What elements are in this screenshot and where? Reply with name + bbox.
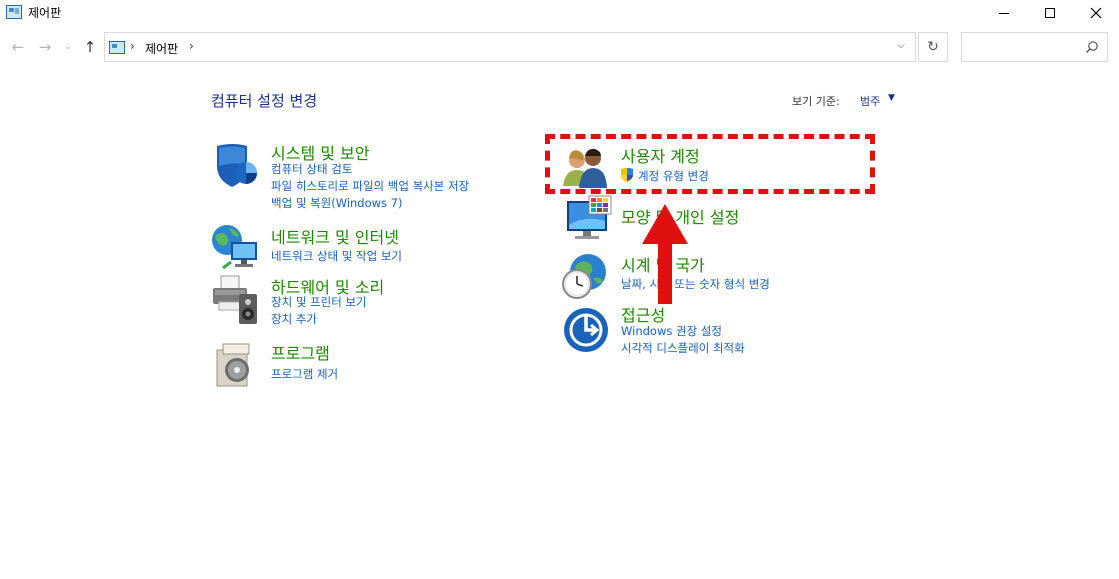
link-optimize-visual-display[interactable]: 시각적 디스플레이 최적화: [621, 341, 745, 355]
control-panel-icon: [109, 41, 125, 54]
link-devices-printers[interactable]: 장치 및 프린터 보기: [271, 295, 367, 309]
breadcrumb-control-panel[interactable]: 제어판: [145, 42, 179, 56]
close-icon: [1090, 7, 1102, 19]
page-title: 컴퓨터 설정 변경: [211, 92, 318, 110]
annotation-highlight-box: [545, 134, 875, 194]
link-review-computer-status[interactable]: 컴퓨터 상태 검토: [271, 162, 353, 176]
category-title[interactable]: 모양 및 개인 설정: [621, 208, 740, 227]
printer-speaker-icon: [213, 275, 257, 324]
search-input[interactable]: [961, 32, 1108, 62]
search-icon: [1086, 41, 1098, 53]
category-title[interactable]: 접근성: [621, 306, 666, 325]
view-by-label: 보기 기준:: [792, 95, 840, 108]
breadcrumb-chevron-icon[interactable]: ›: [189, 39, 194, 53]
user-accounts-icon: [563, 148, 607, 188]
clock-globe-icon: [562, 254, 606, 299]
annotation-arrow-icon: [642, 204, 688, 304]
category-title[interactable]: 네트워크 및 인터넷: [271, 228, 399, 247]
category-title[interactable]: 하드웨어 및 소리: [271, 278, 385, 297]
breadcrumb-chevron-icon[interactable]: ›: [130, 39, 135, 53]
back-arrow-icon[interactable]: ←: [11, 38, 25, 56]
control-panel-icon: [6, 5, 22, 19]
category-title[interactable]: 프로그램: [271, 344, 330, 363]
link-backup-restore[interactable]: 백업 및 복원(Windows 7): [271, 196, 403, 210]
minimize-icon: [999, 12, 1009, 14]
up-arrow-icon[interactable]: ↑: [83, 38, 97, 56]
title-bar: 제어판: [0, 0, 1119, 26]
refresh-icon: ↻: [927, 39, 939, 55]
window-title: 제어판: [28, 6, 62, 20]
ease-of-access-icon: [564, 308, 608, 352]
view-by-caret-icon[interactable]: ▼: [888, 93, 895, 103]
close-button[interactable]: [1073, 0, 1119, 26]
refresh-button[interactable]: ↻: [918, 32, 948, 62]
view-by-dropdown[interactable]: 범주: [860, 95, 881, 108]
category-title[interactable]: 시스템 및 보안: [271, 144, 370, 163]
forward-arrow-icon[interactable]: →: [38, 38, 52, 56]
uac-shield-icon: [621, 168, 633, 182]
address-dropdown-icon[interactable]: ⌵: [897, 40, 905, 51]
link-file-history[interactable]: 파일 히스토리로 파일의 백업 복사본 저장: [271, 179, 470, 193]
recent-locations-chevron-icon[interactable]: ⌄: [64, 42, 72, 52]
navigation-bar: ← → ⌄ ↑ › 제어판 › ⌵ ↻: [0, 32, 1119, 62]
address-bar[interactable]: › 제어판 › ⌵: [104, 32, 916, 62]
category-title[interactable]: 사용자 계정: [621, 147, 700, 166]
maximize-icon: [1045, 8, 1055, 18]
maximize-button[interactable]: [1027, 0, 1073, 26]
program-disc-icon: [216, 343, 250, 387]
link-add-device[interactable]: 장치 추가: [271, 312, 317, 326]
minimize-button[interactable]: [981, 0, 1027, 26]
link-change-account-type[interactable]: 계정 유형 변경: [638, 169, 709, 183]
link-uninstall-program[interactable]: 프로그램 제거: [271, 367, 339, 381]
link-windows-recommended-settings[interactable]: Windows 권장 설정: [621, 324, 722, 338]
link-network-status[interactable]: 네트워크 상태 및 작업 보기: [271, 249, 403, 263]
network-globe-icon: [212, 225, 257, 270]
security-shield-icon: [217, 144, 257, 187]
appearance-monitor-icon: [567, 195, 612, 239]
